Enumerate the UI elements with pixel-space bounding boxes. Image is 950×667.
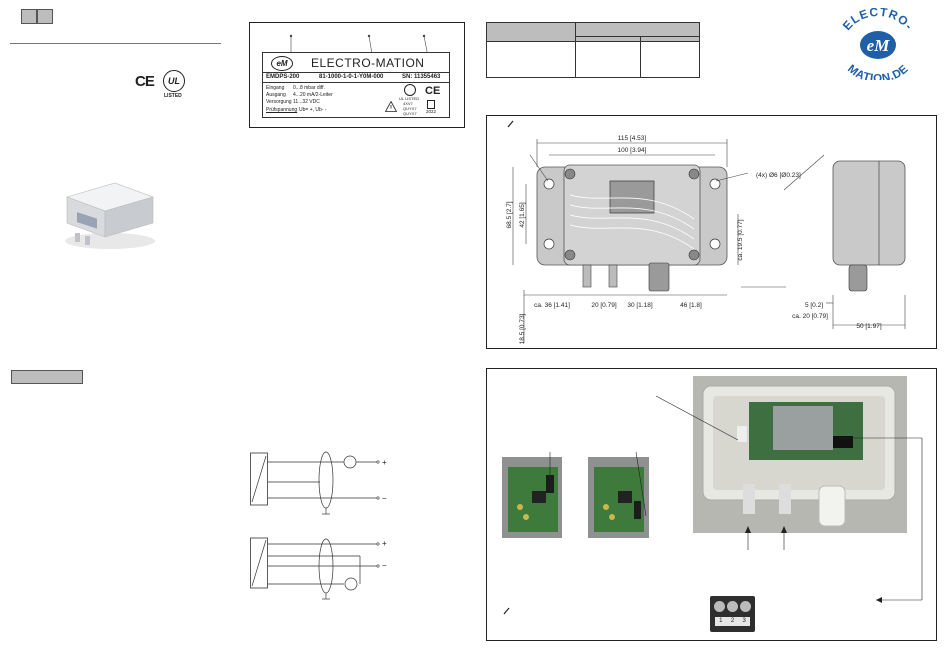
label-row-val: 0...8 mbar diff.: [293, 85, 325, 91]
svg-text:MATION.DE: MATION.DE: [845, 63, 911, 80]
label-row-key: Eingang: [266, 85, 285, 91]
terminal-label: 1: [719, 618, 723, 624]
wiring-plus-1: +: [382, 458, 387, 467]
label-row-key: Ausgang: [266, 92, 286, 98]
label-model: EMDPS-200: [266, 74, 300, 80]
wiring-diagram-2-wire: [250, 451, 380, 515]
warning-icon: [385, 101, 397, 112]
dim-30: 30 [1.18]: [627, 302, 652, 309]
spec-header-cell: [575, 22, 700, 37]
header-rule: [10, 43, 221, 44]
wiring-diagram-3-wire: [250, 537, 380, 600]
svg-text:ELECTRO-: ELECTRO-: [840, 8, 917, 33]
logo-bottom-text: MATION.DE: [845, 63, 910, 80]
dim-holes: (4x) Ø6 [Ø0.23]: [756, 172, 801, 179]
board-detail-photo-1: [502, 457, 562, 538]
weee-bin-icon: [427, 100, 435, 109]
logo-mid-text: eM: [867, 36, 891, 55]
label-ul-text: UL LISTED: [399, 96, 420, 101]
ce-mark: CE: [135, 73, 155, 90]
type-label: eM ELECTRO-MATION EMDPS-200 81-1000-1-0-…: [262, 52, 450, 118]
logo-top-text: ELECTRO-: [840, 8, 916, 33]
label-year: 2022: [426, 109, 437, 114]
dim-100: 100 [3.94]: [618, 147, 647, 154]
ul-listed: LISTED: [164, 93, 182, 99]
spec-cell: [640, 41, 700, 78]
section-tag: [11, 370, 83, 384]
label-row-key: Versorgung: [266, 99, 292, 105]
dim-18: 18.5 [0.73]: [519, 313, 526, 344]
board-detail-photo-2: [588, 457, 649, 538]
dim-115: 115 [4.53]: [618, 135, 647, 142]
terminal-label: 3: [742, 618, 746, 624]
dim-42: 42 [1.65]: [519, 202, 526, 227]
spec-header-cell: [486, 22, 576, 42]
label-row-val: 11...32 VDC: [293, 99, 320, 105]
label-serial: SN: 11355463: [402, 74, 441, 80]
label-brand: ELECTRO-MATION: [311, 56, 425, 70]
wiring-minus-1: −: [382, 494, 387, 503]
wiring-minus-2: −: [382, 561, 387, 570]
dimension-drawing: 115 [4.53] 100 [3.94] (4x) Ø6 [Ø0.23] 68…: [506, 120, 906, 344]
dim-5: 5 [0.2]: [805, 302, 823, 309]
dim-50: 50 [1.97]: [856, 323, 881, 330]
terminal-screw: [714, 601, 725, 612]
terminal-screw: [727, 601, 738, 612]
label-logo-text: eM: [276, 59, 288, 68]
ul-mark: UL: [163, 70, 185, 92]
label-ul-code: 4XV7 QUYX7 QUYX7: [403, 101, 417, 116]
dim-19: ca. 19.5 [0.77]: [737, 219, 744, 260]
label-row-val: Ub= +, Ub- -: [299, 107, 327, 113]
product-photo: [65, 182, 155, 249]
terminal-label: 2: [730, 618, 735, 624]
label-divider: [263, 72, 449, 73]
terminal-label-strip: 1 2 3: [715, 617, 750, 626]
dim-20: 20 [0.79]: [591, 302, 616, 309]
open-housing-photo: [693, 376, 907, 533]
dim-36: ca. 36 [1.41]: [534, 302, 570, 309]
label-article: 81-1000-1-0-1-Y0M-000: [319, 74, 384, 80]
dim-46: 46 [1.8]: [680, 302, 702, 309]
dim-68: 68.5 [2.7]: [506, 201, 513, 228]
terminal-block-photo: 1 2 3: [710, 596, 755, 632]
ul-mark-text: UL: [168, 76, 180, 86]
spec-table: [486, 22, 700, 78]
label-row-key: Prüfspannung: [266, 107, 298, 113]
terminal-screw: [740, 601, 751, 612]
electro-mation-logo: ELECTRO- MATION.DE eM: [840, 8, 917, 80]
label-ce-mark: CE: [425, 85, 441, 97]
header-box-1: [21, 9, 37, 24]
wiring-plus-2: +: [382, 539, 387, 548]
dim-ca20: ca. 20 [0.79]: [792, 313, 828, 320]
photo-callouts: [503, 395, 923, 615]
header-box-2: [37, 9, 53, 24]
spec-cell: [575, 41, 641, 78]
label-divider-2: [263, 82, 449, 83]
label-row-val: 4...20 mA/2-Leiter: [293, 92, 333, 98]
spec-cell: [486, 41, 576, 78]
label-logo: eM: [271, 56, 293, 71]
label-ul-mark: [404, 84, 416, 96]
